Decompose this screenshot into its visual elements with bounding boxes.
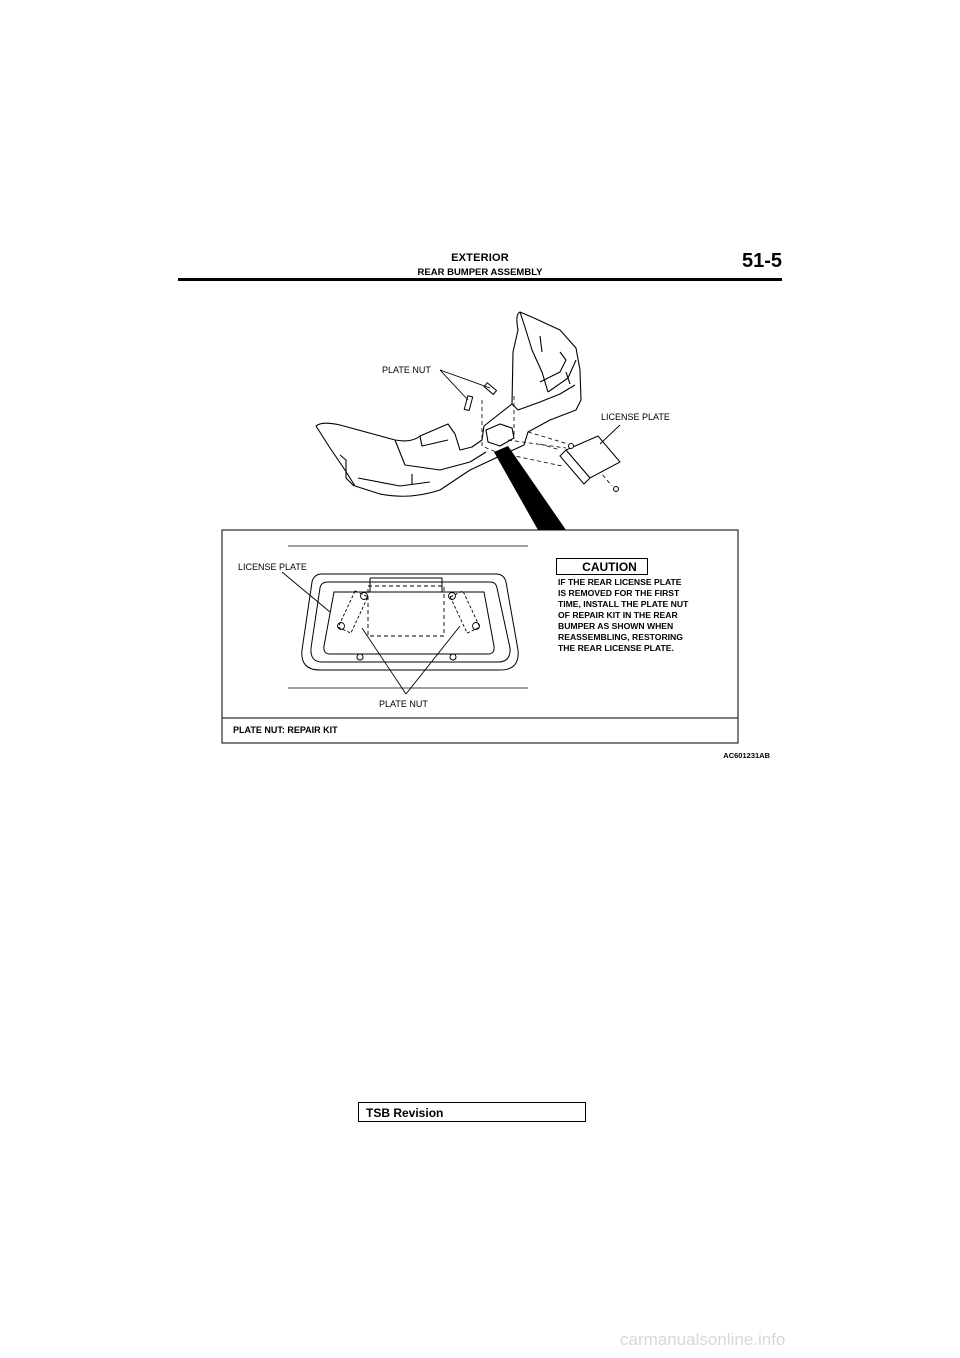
plate-recess-drawing <box>301 573 519 671</box>
caution-heading: CAUTION <box>556 558 648 575</box>
caution-line: REASSEMBLING, RESTORING <box>558 632 683 642</box>
caution-line: OF REPAIR KIT IN THE REAR <box>558 610 678 620</box>
caution-line: IF THE REAR LICENSE PLATE <box>558 577 682 587</box>
figure-illustration <box>221 311 739 744</box>
subsection-title: REAR BUMPER ASSEMBLY <box>417 267 543 278</box>
license-plate-dashed <box>367 585 445 637</box>
license-plate-part <box>559 435 621 492</box>
section-title: EXTERIOR <box>451 252 509 264</box>
tsb-revision-box: TSB Revision <box>358 1102 586 1122</box>
tsb-revision-label: TSB Revision <box>366 1106 444 1120</box>
caution-line: BUMPER AS SHOWN WHEN <box>558 621 674 631</box>
repair-kit-note: PLATE NUT: REPAIR KIT <box>233 725 338 735</box>
detail-panel <box>221 529 739 744</box>
label-plate-nut: PLATE NUT <box>382 365 431 375</box>
plate-nut-parts <box>463 382 498 412</box>
watermark: carmanualsonline.info <box>620 1330 786 1349</box>
callout-wedge <box>494 446 566 530</box>
rear-bumper-drawing <box>315 311 582 497</box>
figure-code: AC601231AB <box>723 751 770 760</box>
label-license-plate: LICENSE PLATE <box>601 412 670 422</box>
caution-line: THE REAR LICENSE PLATE. <box>558 643 674 653</box>
header-rule <box>178 278 782 281</box>
leader-lines <box>439 369 621 445</box>
caution-line: IS REMOVED FOR THE FIRST <box>558 588 680 598</box>
detail-leader-lines <box>281 571 461 695</box>
plate-nut-strips <box>337 590 481 634</box>
caution-title: CAUTION <box>582 559 637 574</box>
caution-text: IF THE REAR LICENSE PLATE IS REMOVED FOR… <box>558 577 728 654</box>
label-license-plate-detail: LICENSE PLATE <box>238 562 307 572</box>
caution-line: TIME, INSTALL THE PLATE NUT <box>558 599 689 609</box>
plate-nut-holes <box>337 592 480 630</box>
page-number: 51-5 <box>741 250 782 272</box>
label-plate-nut-detail: PLATE NUT <box>379 699 428 709</box>
